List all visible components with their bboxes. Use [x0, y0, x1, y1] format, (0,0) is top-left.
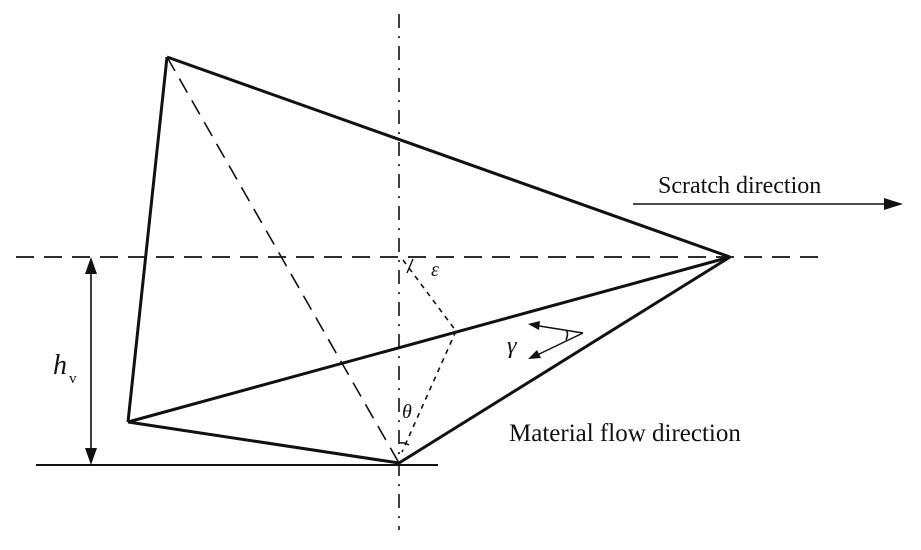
hv-label-subscript: v	[69, 371, 77, 387]
theta-angle-arc	[398, 442, 410, 446]
edge-top-to-tip	[166, 55, 731, 259]
edge-bottom-to-tip	[398, 255, 731, 465]
gamma-arc	[565, 329, 569, 341]
edge-left-to-tip	[127, 255, 731, 424]
hv-arrowhead-top	[85, 257, 97, 274]
scratch-direction-arrowhead	[884, 198, 903, 210]
material-flow-direction-label: Material flow direction	[509, 420, 741, 447]
gamma-arrow-lower	[532, 332, 584, 358]
gamma-arrowhead-lower	[528, 350, 541, 359]
gamma-arrowhead-upper	[528, 321, 540, 330]
dotted-line-lower	[401, 330, 457, 453]
epsilon-label: ε	[431, 259, 439, 281]
edge-top-to-left	[126, 56, 169, 423]
indenter-outline	[126, 55, 731, 465]
gamma-label: γ	[507, 333, 517, 359]
hv-label-main: h	[53, 350, 67, 381]
scratch-direction-label: Scratch direction	[658, 173, 821, 199]
epsilon-angle-arc	[406, 258, 414, 274]
hv-arrowhead-bottom	[85, 448, 97, 465]
gamma-arrow-upper	[532, 324, 584, 334]
theta-label: θ	[402, 401, 412, 423]
gamma-angle-marker	[532, 324, 584, 358]
dotted-line-upper	[402, 259, 457, 332]
hidden-edge	[166, 56, 400, 464]
edge-left-to-bottom	[127, 420, 400, 465]
